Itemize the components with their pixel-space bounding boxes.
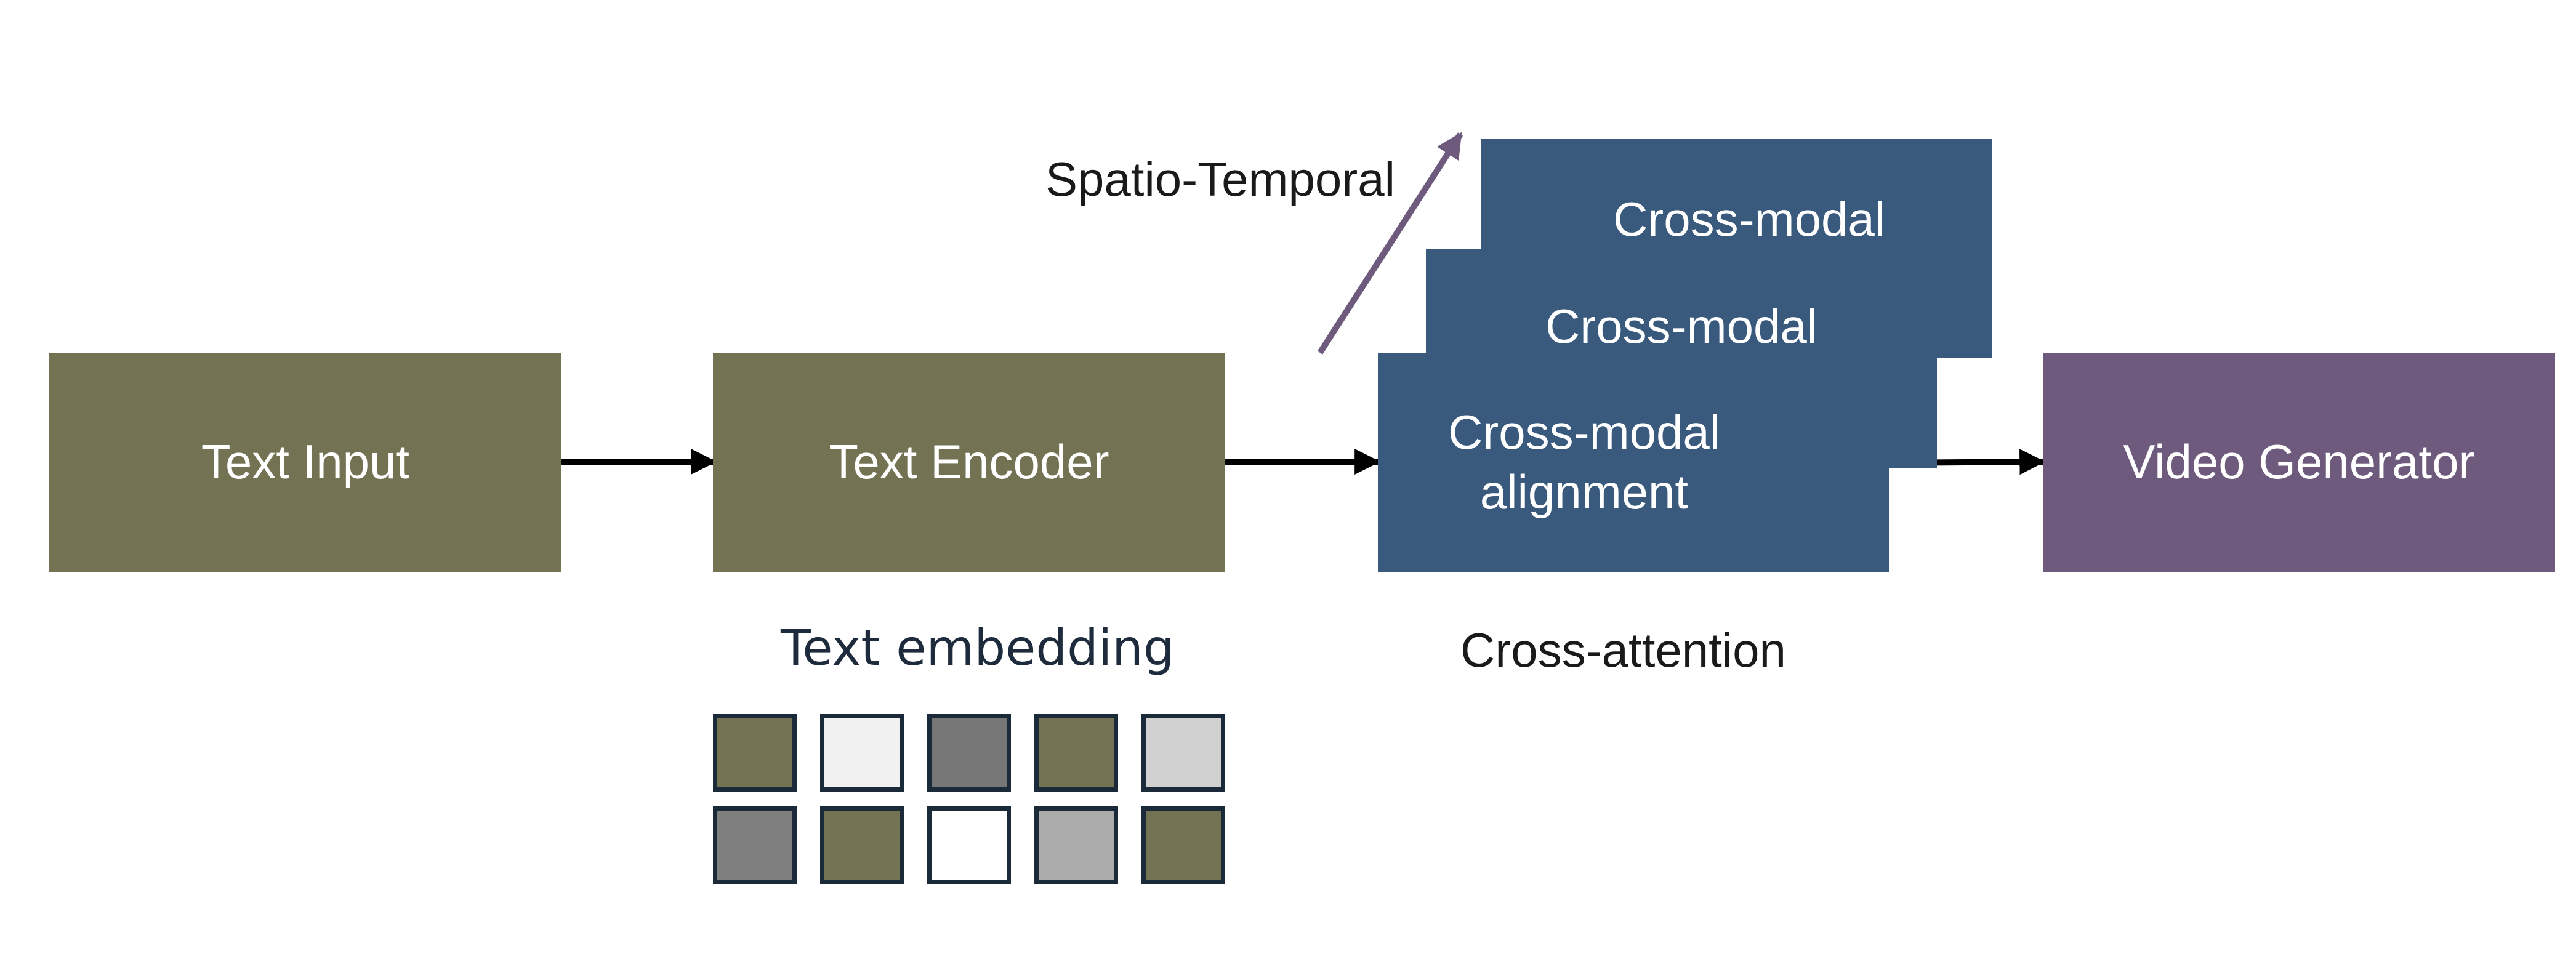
embedding-cell-r2-c5: [1141, 806, 1225, 884]
cross-modal-alignment-box: Cross-modal alignment: [1378, 353, 1889, 572]
embedding-cell-r2-c3: [927, 806, 1011, 884]
text-encoder-box: Text Encoder: [713, 353, 1225, 572]
embedding-cell-r1-c1: [713, 714, 797, 792]
text-encoder-label: Text Encoder: [829, 435, 1109, 489]
cross-modal-alignment-label: Cross-modal alignment: [1329, 403, 1840, 523]
embedding-cell-r1-c2: [820, 714, 904, 792]
embedding-cell-r2-c2: [820, 806, 904, 884]
embedding-cell-r1-c4: [1034, 714, 1118, 792]
cross-modal-alignment-line2: alignment: [1479, 465, 1689, 519]
video-generator-box: Video Generator: [2043, 353, 2555, 572]
video-generator-label: Video Generator: [2123, 435, 2475, 489]
embedding-cell-r1-c5: [1141, 714, 1225, 792]
cross-attention-label: Cross-attention: [1460, 623, 1786, 677]
embedding-cell-r2-c1: [713, 806, 797, 884]
text-input-box: Text Input: [49, 353, 561, 572]
text-input-label: Text Input: [201, 435, 410, 489]
cross-modal-mid-label: Cross-modal: [1545, 299, 1818, 353]
embedding-cell-r1-c3: [927, 714, 1011, 792]
spatio-temporal-label: Spatio-Temporal: [1045, 152, 1395, 206]
embedding-cell-r2-c4: [1034, 806, 1118, 884]
cross-modal-back-label: Cross-modal: [1612, 192, 1886, 246]
cross-modal-alignment-line1: Cross-modal: [1447, 404, 1721, 459]
text-embedding-label: Text embedding: [781, 619, 1175, 677]
